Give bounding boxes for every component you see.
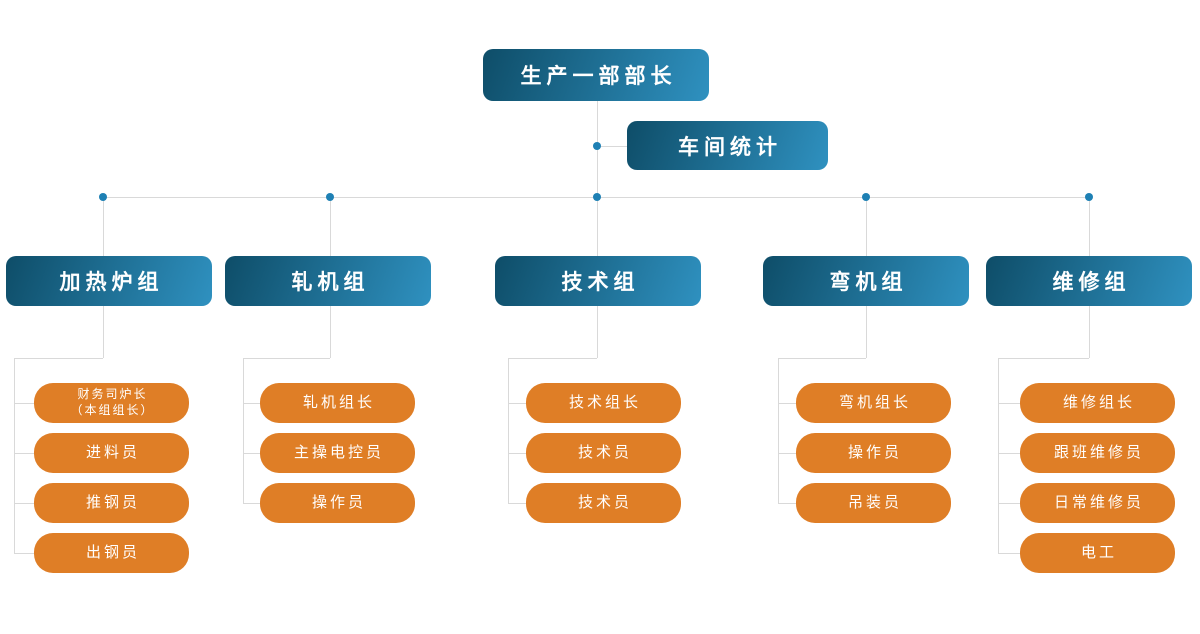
member-node: 进料员	[34, 433, 189, 473]
connector-member-stub	[998, 503, 1020, 504]
connector-member-drop	[597, 306, 598, 358]
connector-member-stub	[508, 403, 526, 404]
junction-dot	[326, 193, 334, 201]
member-node: 吊装员	[796, 483, 951, 523]
member-node: 技术组长	[526, 383, 681, 423]
connector-member-rail	[998, 358, 999, 553]
node-root-label: 生产一部部长	[520, 65, 677, 88]
connector-group-drop	[866, 197, 867, 256]
member-node-label: 推钢员	[85, 494, 140, 512]
connector-member-stub	[14, 503, 34, 504]
member-node: 操作员	[796, 433, 951, 473]
member-node: 出钢员	[34, 533, 189, 573]
member-node: 维修组长	[1020, 383, 1175, 423]
connector-member-drop	[1089, 306, 1090, 358]
group-node-maintenance: 维修组	[986, 256, 1192, 306]
connector-member-elbow	[998, 358, 1089, 359]
member-node-label: 维修组长	[1062, 394, 1135, 412]
connector-group-drop	[597, 197, 598, 256]
connector-member-stub	[778, 503, 796, 504]
member-node: 技术员	[526, 433, 681, 473]
group-node-label: 轧机组	[291, 271, 370, 294]
connector-member-stub	[508, 503, 526, 504]
connector-member-stub	[778, 403, 796, 404]
member-node: 跟班维修员	[1020, 433, 1175, 473]
member-node-label: 吊装员	[847, 494, 902, 512]
connector-member-stub	[998, 453, 1020, 454]
connector-member-rail	[243, 358, 244, 503]
connector-member-drop	[103, 306, 104, 358]
connector-member-stub	[243, 453, 260, 454]
junction-dot	[593, 193, 601, 201]
member-node-label: 进料员	[85, 444, 140, 462]
connector-member-elbow	[778, 358, 866, 359]
group-node-heating-furnace: 加热炉组	[6, 256, 212, 306]
connector-member-stub	[14, 453, 34, 454]
member-node-label: 财务司炉长	[77, 387, 148, 402]
connector-member-stub	[508, 453, 526, 454]
group-node-bending-machine: 弯机组	[763, 256, 969, 306]
group-node-rolling-mill: 轧机组	[225, 256, 431, 306]
group-node-label: 维修组	[1052, 271, 1131, 294]
member-node: 财务司炉长 （本组组长）	[34, 383, 189, 423]
connector-member-stub	[14, 553, 34, 554]
member-node: 推钢员	[34, 483, 189, 523]
member-node-label: 弯机组长	[838, 394, 911, 412]
member-node: 弯机组长	[796, 383, 951, 423]
member-node: 操作员	[260, 483, 415, 523]
member-node-label: 技术员	[577, 494, 632, 512]
member-node: 日常维修员	[1020, 483, 1175, 523]
connector-member-rail	[14, 358, 15, 553]
connector-member-rail	[508, 358, 509, 503]
connector-staff-link	[597, 146, 627, 147]
connector-group-drop	[1089, 197, 1090, 256]
group-node-label: 技术组	[561, 271, 640, 294]
connector-member-elbow	[508, 358, 597, 359]
group-node-label: 加热炉组	[59, 271, 164, 294]
group-node-label: 弯机组	[829, 271, 908, 294]
connector-member-stub	[998, 403, 1020, 404]
connector-member-drop	[330, 306, 331, 358]
member-node-label: 技术员	[577, 444, 632, 462]
group-node-technology: 技术组	[495, 256, 701, 306]
member-node-label: 操作员	[847, 444, 902, 462]
connector-member-stub	[243, 503, 260, 504]
connector-member-stub	[243, 403, 260, 404]
member-node-label: 操作员	[311, 494, 366, 512]
connector-member-drop	[866, 306, 867, 358]
connector-member-stub	[778, 453, 796, 454]
member-node-sublabel: （本组组长）	[70, 403, 155, 417]
member-node: 轧机组长	[260, 383, 415, 423]
member-node-label: 轧机组长	[302, 394, 375, 412]
member-node-label: 日常维修员	[1053, 494, 1144, 512]
member-node: 技术员	[526, 483, 681, 523]
member-node: 主操电控员	[260, 433, 415, 473]
junction-dot	[1085, 193, 1093, 201]
connector-group-drop	[330, 197, 331, 256]
member-node-label: 电工	[1080, 544, 1117, 562]
junction-dot	[862, 193, 870, 201]
member-node-label: 出钢员	[85, 544, 140, 562]
connector-member-rail	[778, 358, 779, 503]
member-node-label: 技术组长	[568, 394, 641, 412]
junction-dot	[593, 142, 601, 150]
connector-member-stub	[14, 403, 34, 404]
connector-member-stub	[998, 553, 1020, 554]
connector-member-elbow	[14, 358, 103, 359]
connector-member-elbow	[243, 358, 330, 359]
connector-group-drop	[103, 197, 104, 256]
node-workshop-stats: 车间统计	[627, 121, 828, 170]
junction-dot	[99, 193, 107, 201]
member-node-label: 主操电控员	[293, 444, 384, 462]
node-workshop-stats-label: 车间统计	[678, 135, 782, 159]
node-root: 生产一部部长	[483, 49, 709, 101]
member-node-label: 跟班维修员	[1053, 444, 1144, 462]
member-node: 电工	[1020, 533, 1175, 573]
